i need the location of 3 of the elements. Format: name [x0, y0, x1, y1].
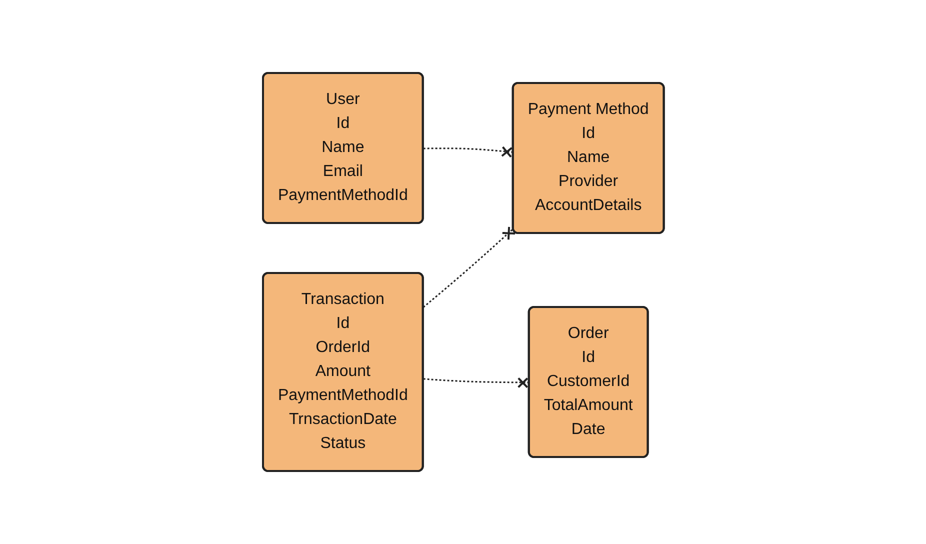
connector: [422, 226, 516, 308]
connector: [422, 146, 514, 158]
connector: [422, 377, 529, 388]
